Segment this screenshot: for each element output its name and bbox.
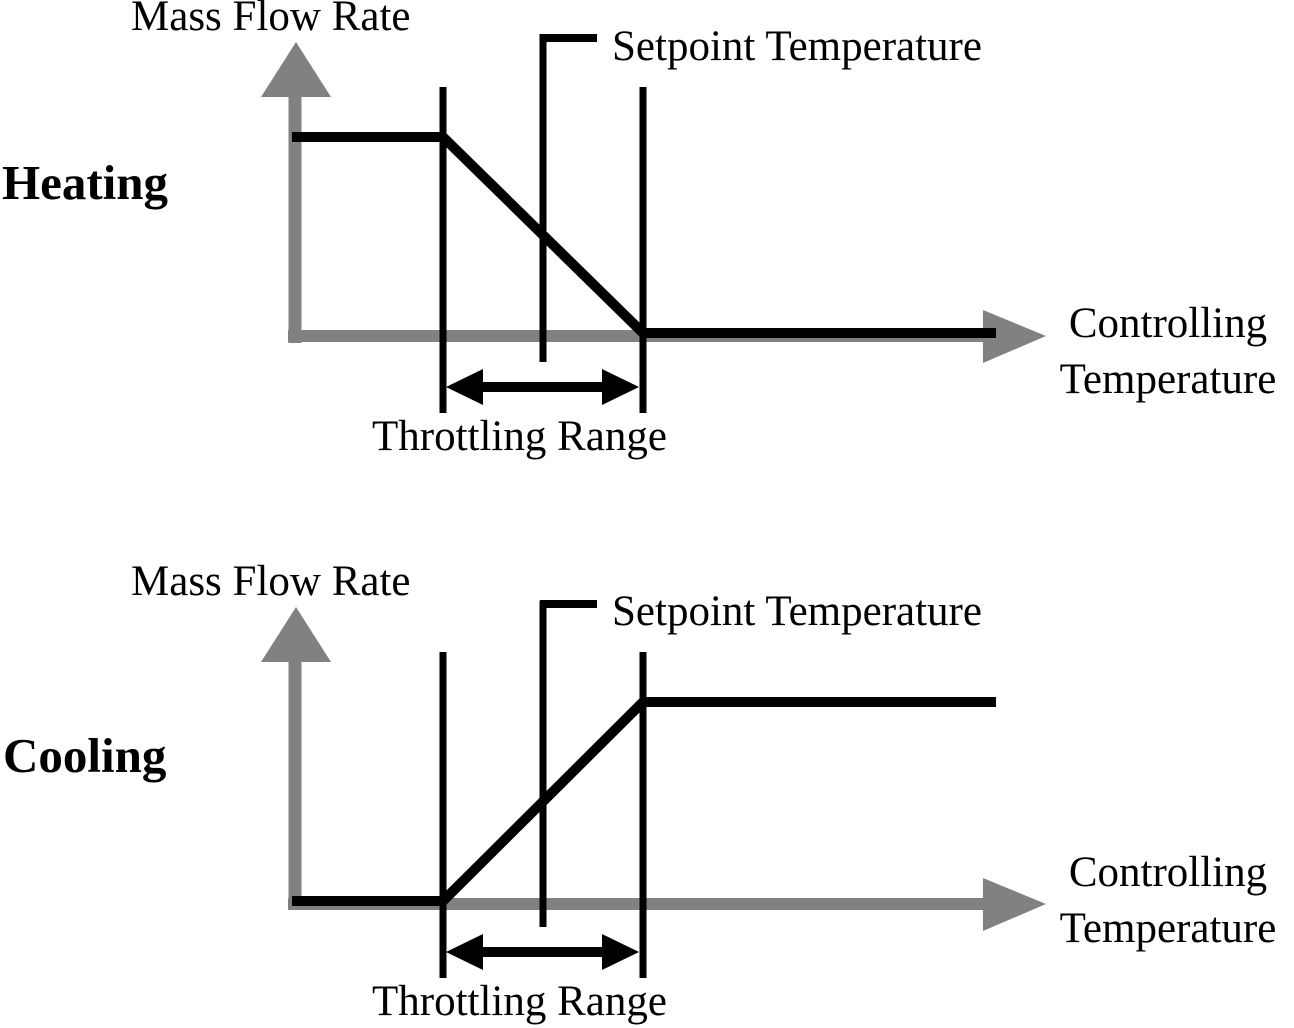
heating-setpoint-label: Setpoint Temperature	[612, 23, 982, 70]
heating-y-axis-label: Mass Flow Rate	[131, 0, 411, 40]
cooling-y-axis-label: Mass Flow Rate	[131, 558, 411, 605]
cooling-x-axis-line	[288, 898, 983, 910]
cooling-x-axis-label-line2: Temperature	[1059, 905, 1277, 952]
heating-y-axis-arrowhead-icon	[261, 42, 331, 97]
heating-row-label: Heating	[2, 155, 169, 210]
heating-x-axis-label-line1: Controlling	[1068, 300, 1268, 347]
heating-x-axis-label-line2: Temperature	[1059, 356, 1277, 403]
cooling-x-axis-label: Controlling Temperature	[1040, 845, 1294, 957]
heating-plot	[261, 34, 1046, 413]
cooling-throttling-range-label: Throttling Range	[372, 978, 667, 1025]
cooling-setpoint-label: Setpoint Temperature	[612, 588, 982, 635]
heating-x-axis-label: Controlling Temperature	[1040, 296, 1294, 408]
cooling-x-axis-label-line1: Controlling	[1068, 849, 1268, 896]
cooling-x-axis-arrowhead-icon	[983, 878, 1046, 931]
heating-throttling-arrowhead-right-icon	[602, 369, 639, 405]
cooling-throttling-arrowhead-right-icon	[602, 934, 639, 970]
heating-throttling-range-label: Throttling Range	[372, 413, 667, 460]
cooling-plot	[261, 600, 1046, 978]
heating-x-axis-arrowhead-icon	[983, 310, 1046, 363]
cooling-throttling-arrowhead-left-icon	[446, 934, 483, 970]
heating-y-axis-line	[288, 95, 302, 343]
cooling-y-axis-arrowhead-icon	[261, 607, 331, 662]
cooling-row-label: Cooling	[3, 728, 167, 783]
heating-throttling-arrowhead-left-icon	[446, 369, 483, 405]
cooling-y-axis-line	[288, 660, 302, 910]
